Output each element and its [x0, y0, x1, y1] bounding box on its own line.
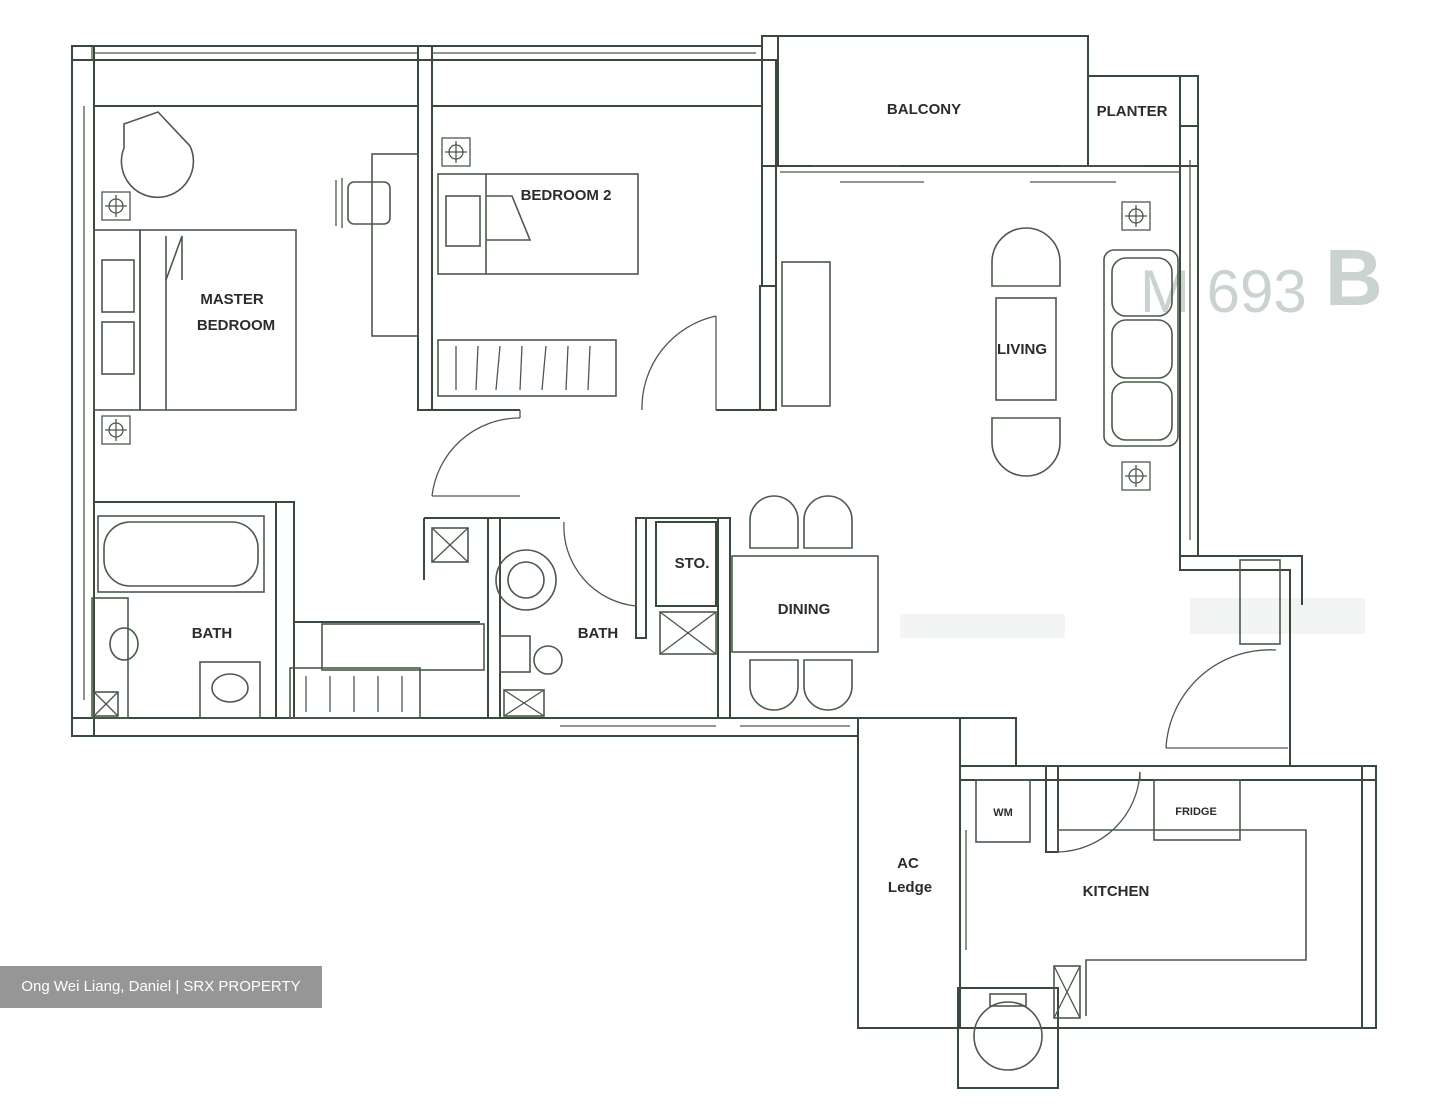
label-wm: WM [993, 807, 1013, 819]
label-store: STO. [675, 555, 710, 572]
label-bath-2: BATH [578, 625, 619, 642]
master-bed [93, 229, 297, 411]
outer-walls [71, 35, 1377, 1089]
bedroom2-bed [437, 173, 639, 275]
bath2-fixtures [495, 549, 563, 717]
bathtub [97, 515, 265, 593]
label-balcony: BALCONY [887, 101, 961, 118]
living-cabinet [781, 261, 831, 407]
label-fridge: FRIDGE [1175, 806, 1217, 818]
study-desk [335, 153, 419, 337]
svg-text:M 693: M 693 [1140, 258, 1307, 325]
armchair [120, 111, 195, 199]
label-dining: DINING [778, 601, 831, 618]
light-points [101, 137, 1151, 491]
sofa [1103, 249, 1179, 447]
store-shelf [659, 611, 717, 655]
windows [83, 52, 1191, 950]
label-master-line2: BEDROOM [197, 317, 275, 334]
watermark-credit: Ong Wei Liang, Daniel | SRX PROPERTY [0, 966, 322, 1008]
internal-walls [94, 45, 1059, 853]
doors [431, 315, 1288, 853]
label-planter: PLANTER [1097, 103, 1168, 120]
corridor-wardrobe [289, 527, 485, 719]
svg-text:B: B [1325, 233, 1383, 322]
label-kitchen: KITCHEN [1083, 883, 1150, 900]
bedroom2-wardrobe [437, 339, 617, 397]
dining-set [731, 495, 879, 711]
label-ac-line2: Ledge [888, 879, 932, 896]
label-master-line1: MASTER [200, 291, 264, 308]
bath1-fixtures [91, 597, 261, 719]
label-ac-line1: AC [897, 855, 919, 872]
label-bedroom-2: BEDROOM 2 [521, 187, 612, 204]
kitchen-fixtures [973, 559, 1307, 1071]
living-table [991, 227, 1061, 477]
label-living: LIVING [997, 341, 1047, 358]
ghost-background-text: B M 693 [900, 233, 1383, 638]
label-bath-1: BATH [192, 625, 233, 642]
